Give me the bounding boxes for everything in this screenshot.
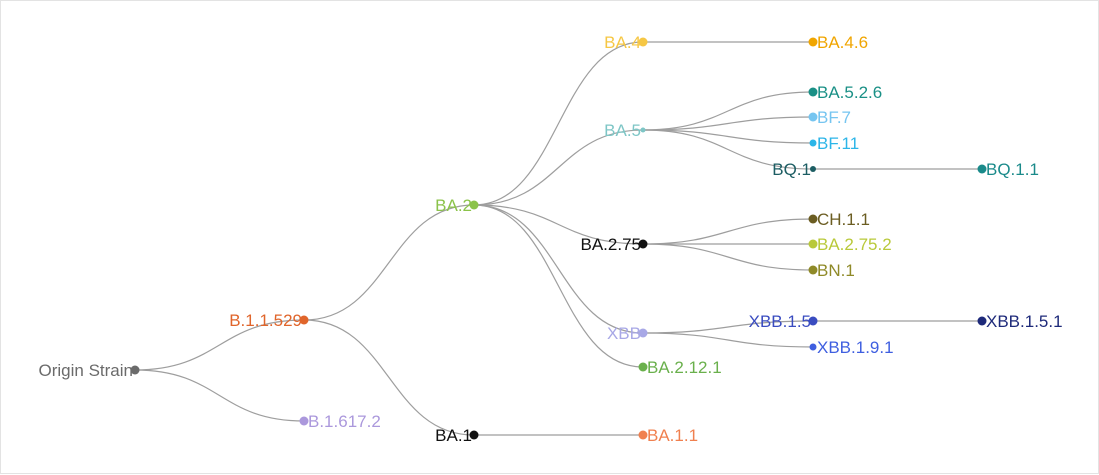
node-ba1[interactable]: BA.1 xyxy=(435,426,479,445)
node-dot-bq11[interactable] xyxy=(977,164,987,174)
node-label-ba2121: BA.2.12.1 xyxy=(647,358,722,377)
edge-ba275-ch11 xyxy=(642,218,814,245)
node-label-ba4: BA.4 xyxy=(604,33,641,52)
node-label-ba2: BA.2 xyxy=(435,196,472,215)
edge-ba275-bn1 xyxy=(642,243,814,271)
node-xbb19[interactable]: XBB.1.9.1 xyxy=(809,338,894,357)
node-label-ba1: BA.1 xyxy=(435,426,472,445)
node-dot-ba46[interactable] xyxy=(808,37,818,47)
node-ba2[interactable]: BA.2 xyxy=(435,196,479,215)
node-dot-bn1[interactable] xyxy=(808,265,818,275)
node-ch11[interactable]: CH.1.1 xyxy=(808,210,870,229)
node-label-ba5: BA.5 xyxy=(604,121,641,140)
node-dot-xbb151[interactable] xyxy=(977,316,987,326)
node-ba4[interactable]: BA.4 xyxy=(604,33,648,52)
node-label-xbb151: XBB.1.5.1 xyxy=(986,312,1063,331)
node-dot-ba275[interactable] xyxy=(638,239,648,249)
node-dot-ba1[interactable] xyxy=(469,430,479,440)
edge-xbb-xbb19 xyxy=(642,332,814,348)
node-dot-ba5[interactable] xyxy=(640,127,646,133)
node-xbb15[interactable]: XBB.1.5 xyxy=(749,312,818,331)
edge-ba2-ba275 xyxy=(473,204,644,245)
node-dot-bq1[interactable] xyxy=(810,166,816,172)
edge-ba2-xbb xyxy=(473,204,644,334)
node-bq11[interactable]: BQ.1.1 xyxy=(977,160,1039,179)
edge-origin-b11529 xyxy=(134,319,305,371)
node-label-bn1: BN.1 xyxy=(817,261,855,280)
node-ba5[interactable]: BA.5 xyxy=(604,121,646,140)
node-label-bq11: BQ.1.1 xyxy=(986,160,1039,179)
node-label-origin: Origin Strain xyxy=(39,361,133,380)
node-dot-ba2[interactable] xyxy=(469,200,479,210)
node-dot-b16172[interactable] xyxy=(299,416,309,426)
node-label-xbb15: XBB.1.5 xyxy=(749,312,811,331)
node-label-bf11: BF.11 xyxy=(817,134,859,153)
edge-b11529-ba2 xyxy=(303,204,475,321)
node-label-b11529: B.1.1.529 xyxy=(229,311,302,330)
node-b11529[interactable]: B.1.1.529 xyxy=(229,311,309,330)
edge-ba2-ba5 xyxy=(473,129,644,206)
node-dot-ba526[interactable] xyxy=(808,87,818,97)
node-dot-bf7[interactable] xyxy=(808,112,818,122)
edge-origin-b16172 xyxy=(134,369,305,422)
edge-ba2-ba4 xyxy=(473,41,644,206)
node-ba11[interactable]: BA.1.1 xyxy=(638,426,699,445)
node-bq1[interactable]: BQ.1 xyxy=(772,160,816,179)
edge-ba2-ba2121 xyxy=(473,204,644,368)
node-dot-ch11[interactable] xyxy=(808,214,818,224)
node-ba46[interactable]: BA.4.6 xyxy=(808,33,869,52)
edge-b11529-ba1 xyxy=(303,319,475,436)
node-dot-bf11[interactable] xyxy=(809,139,817,147)
node-dot-ba4[interactable] xyxy=(638,37,648,47)
edge-ba5-bf11 xyxy=(642,129,814,144)
node-label-ch11: CH.1.1 xyxy=(817,210,870,229)
node-label-xbb: XBB xyxy=(607,324,641,343)
node-label-ba526: BA.5.2.6 xyxy=(817,83,882,102)
node-dot-ba2752[interactable] xyxy=(808,239,818,249)
node-label-ba2752: BA.2.75.2 xyxy=(817,235,892,254)
node-ba526[interactable]: BA.5.2.6 xyxy=(808,83,883,102)
node-dot-xbb19[interactable] xyxy=(809,343,817,351)
node-dot-ba2121[interactable] xyxy=(638,362,648,372)
edges-layer xyxy=(134,41,982,436)
node-label-ba11: BA.1.1 xyxy=(647,426,698,445)
edge-ba5-bf7 xyxy=(642,116,814,131)
node-label-ba46: BA.4.6 xyxy=(817,33,868,52)
node-xbb151[interactable]: XBB.1.5.1 xyxy=(977,312,1063,331)
node-label-xbb19: XBB.1.9.1 xyxy=(817,338,894,357)
node-dot-ba11[interactable] xyxy=(638,430,648,440)
edge-xbb-xbb15 xyxy=(642,320,814,334)
node-dot-xbb[interactable] xyxy=(638,328,648,338)
node-origin[interactable]: Origin Strain xyxy=(39,361,140,380)
node-dot-origin[interactable] xyxy=(130,365,140,375)
node-ba2121[interactable]: BA.2.12.1 xyxy=(638,358,722,377)
node-label-bq1: BQ.1 xyxy=(772,160,811,179)
node-dot-b11529[interactable] xyxy=(299,315,309,325)
node-bn1[interactable]: BN.1 xyxy=(808,261,855,280)
node-label-b16172: B.1.617.2 xyxy=(308,412,381,431)
edge-ba5-bq1 xyxy=(642,129,814,170)
node-ba2752[interactable]: BA.2.75.2 xyxy=(808,235,892,254)
node-b16172[interactable]: B.1.617.2 xyxy=(299,412,381,431)
node-xbb[interactable]: XBB xyxy=(607,324,648,343)
node-ba275[interactable]: BA.2.75 xyxy=(581,235,648,254)
edge-ba5-ba526 xyxy=(642,91,814,131)
node-bf7[interactable]: BF.7 xyxy=(808,108,852,127)
node-dot-xbb15[interactable] xyxy=(808,316,818,326)
node-label-ba275: BA.2.75 xyxy=(581,235,642,254)
node-bf11[interactable]: BF.11 xyxy=(809,134,860,153)
node-label-bf7: BF.7 xyxy=(817,108,851,127)
